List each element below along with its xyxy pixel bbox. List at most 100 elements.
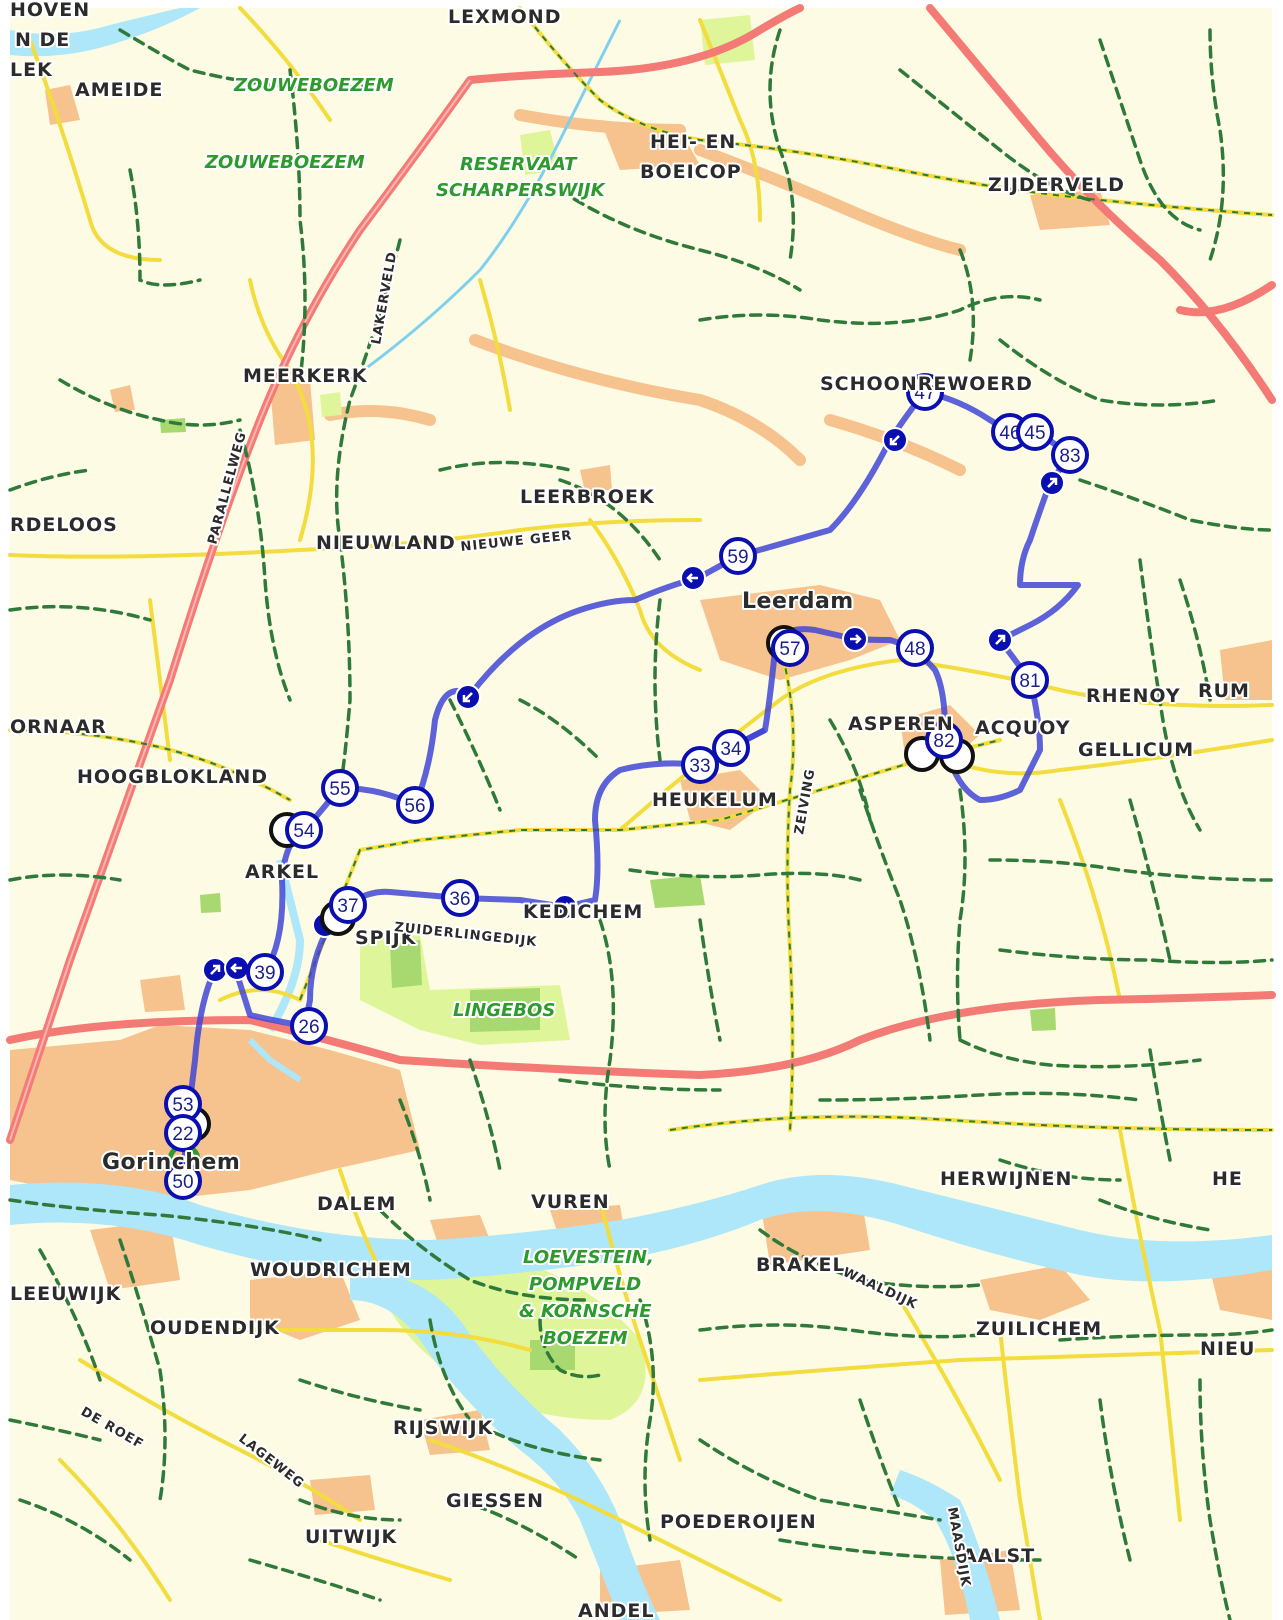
town-label: KEDICHEM (523, 901, 643, 923)
route-node-marker[interactable]: 81 (1011, 661, 1049, 699)
town-label: ARKEL (245, 861, 319, 883)
city-label: Gorinchem (102, 1150, 240, 1175)
route-node-marker[interactable]: 39 (246, 953, 284, 991)
nature-label: SCHARPERSWIJK (436, 180, 607, 201)
route-node-number: 34 (720, 739, 742, 760)
route-node-circle (329, 886, 367, 924)
route-node-number: 56 (404, 796, 425, 817)
town-label: HERWIJNEN (940, 1168, 1072, 1190)
route-node-marker[interactable]: 37 (329, 886, 367, 924)
route-node-marker[interactable]: 55 (321, 769, 359, 807)
town-label: AMEIDE (75, 79, 163, 101)
route-node-circle (896, 629, 934, 667)
route-node-circle (925, 721, 963, 759)
route-node-number: 82 (933, 731, 954, 752)
route-node-marker[interactable]: 26 (290, 1007, 328, 1045)
nature-label: LOEVESTEIN, (523, 1247, 654, 1268)
route-node-number: 50 (172, 1172, 193, 1193)
route-node-marker[interactable]: 56 (396, 786, 434, 824)
town-label: RDELOOS (10, 514, 118, 536)
route-arrow-icon (1039, 470, 1065, 496)
route-arrow-icon (680, 565, 706, 591)
route-node-circle (164, 1162, 202, 1200)
route-node-number: 48 (904, 639, 925, 660)
town-label: NIEU (1200, 1338, 1255, 1360)
route-node-number: 81 (1019, 671, 1040, 692)
route-node-number: 47 (914, 383, 935, 404)
route-node-marker[interactable]: 50 (164, 1162, 202, 1200)
route-node-circle (681, 746, 719, 784)
cycle-roads (9, 7, 1273, 1131)
route-node-circle (290, 1007, 328, 1045)
nature-label: RESERVAAT (460, 154, 578, 175)
route-node-marker[interactable]: 82 (925, 721, 963, 759)
cycling-paths (8, 28, 1274, 1620)
town-label: MEERKERK (243, 365, 368, 387)
route-node-number: 46 (999, 423, 1020, 444)
route-node-number: 55 (329, 779, 350, 800)
route-node-circle (396, 786, 434, 824)
town-label: RUM (1198, 680, 1250, 702)
town-label: LEXMOND (448, 6, 561, 28)
nature-label: ZOUWEBOEZEM (204, 152, 365, 173)
route-node-marker[interactable]: 34 (712, 729, 750, 767)
route-node-number: 57 (779, 639, 800, 660)
route-node-marker[interactable]: 57 (771, 629, 809, 667)
route-node-marker[interactable]: 22 (164, 1114, 202, 1152)
route-node-number: 53 (172, 1095, 193, 1116)
town-label: ACQUOY (975, 717, 1070, 739)
town-label: ASPEREN (848, 713, 954, 735)
route-node-marker[interactable]: 36 (441, 879, 479, 917)
town-label: WOUDRICHEM (250, 1259, 412, 1281)
city-label: Leerdam (742, 589, 854, 614)
route-node-circle (1011, 661, 1049, 699)
town-label: ANDEL (578, 1600, 654, 1620)
route-node-marker[interactable]: 53 (164, 1085, 202, 1123)
town-label: HOOGBLOKLAND (77, 766, 268, 788)
route-node-marker[interactable]: 45 (1016, 413, 1054, 451)
nature-label: ZOUWEBOEZEM (233, 75, 394, 96)
route-node-marker[interactable]: 48 (896, 629, 934, 667)
route-node-circle (1016, 413, 1054, 451)
nature-label: POMPVELD (529, 1274, 641, 1295)
route-arrow-icon (552, 894, 578, 920)
route-arrow-icon (455, 684, 481, 710)
route-node-marker[interactable]: 33 (681, 746, 719, 784)
town-label: OUDENDIJK (150, 1317, 280, 1339)
route-node-circle (771, 629, 809, 667)
route-node-marker[interactable]: 83 (1051, 436, 1089, 474)
route-node-circle (906, 373, 944, 411)
town-label: HOVEN (10, 0, 90, 21)
town-label: AALST (962, 1545, 1035, 1567)
rivers (10, 8, 1272, 1620)
nature-label: LINGEBOS (453, 1000, 555, 1021)
route-arrow-icon (842, 626, 868, 652)
route-node-number: 37 (337, 896, 358, 917)
town-label: GELLICUM (1078, 739, 1194, 761)
route-node-marker[interactable]: 54 (285, 811, 323, 849)
town-label: GIESSEN (446, 1490, 544, 1512)
route-node-number: 39 (254, 963, 275, 984)
town-label: LEK (10, 59, 53, 81)
route-node-number: 83 (1059, 446, 1080, 467)
town-label: BOEICOP (640, 161, 742, 183)
route-node-marker[interactable]: 59 (719, 537, 757, 575)
place-labels: LEXMOND AMEIDE HEI- EN BOEICOP ZIJDERVEL… (8, 0, 1256, 1620)
town-label: RHENOY (1086, 685, 1181, 707)
town-label: N DE (15, 29, 70, 51)
route-node-number: 45 (1024, 423, 1045, 444)
route-node-circle (321, 769, 359, 807)
town-label: ZUILICHEM (976, 1318, 1102, 1340)
route-node-marker[interactable]: 47 (906, 373, 944, 411)
route-arrow-icon (987, 627, 1013, 653)
route-node-number: 33 (689, 756, 710, 777)
town-label: ORNAAR (10, 716, 107, 738)
route-arrow-icon (882, 427, 908, 453)
town-label: HEUKELUM (652, 789, 778, 811)
town-label: SCHOONREWOERD (820, 373, 1033, 395)
route-node-circle (441, 879, 479, 917)
town-label: LEERBROEK (520, 486, 655, 508)
